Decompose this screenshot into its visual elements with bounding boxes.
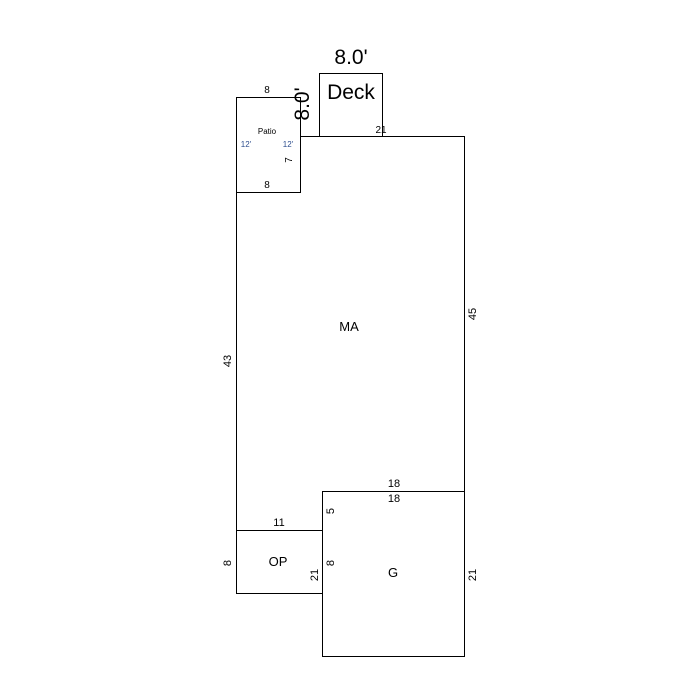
main-area-right-dimension: 45: [467, 308, 479, 320]
open-porch-left-dimension: 8: [222, 560, 234, 566]
garage-left-upper-dimension: 5: [325, 508, 337, 514]
patio-label: Patio: [258, 127, 277, 136]
deck-label: Deck: [327, 81, 375, 104]
garage-label: G: [388, 565, 398, 580]
garage-left-lower-dimension: 8: [325, 560, 337, 566]
main-area-bottom-dimension: 18: [388, 478, 400, 490]
main-area-label: MA: [339, 319, 359, 334]
patio-outline: [236, 97, 301, 193]
deck-left-dimension: 8.0': [291, 87, 314, 120]
main-area-left-dimension: 43: [222, 355, 234, 367]
open-porch-top-dimension: 11: [273, 517, 284, 529]
garage-right-dimension: 21: [467, 569, 479, 581]
open-porch-outline: [236, 530, 323, 594]
garage-top-dimension: 18: [388, 493, 400, 505]
patio-inner-right-dimension: 12': [283, 140, 294, 149]
deck-top-dimension: 8.0': [334, 46, 367, 69]
patio-inner-left-dimension: 12': [241, 140, 252, 149]
open-porch-right-dimension: 21: [309, 569, 321, 581]
open-porch-label: OP: [269, 554, 288, 569]
patio-right-dimension: 7: [284, 157, 295, 163]
patio-top-dimension: 8: [264, 85, 270, 96]
patio-bottom-dimension: 8: [264, 180, 270, 191]
deck-outline: [319, 73, 383, 137]
deck-bottom-dimension: 21: [375, 125, 387, 136]
